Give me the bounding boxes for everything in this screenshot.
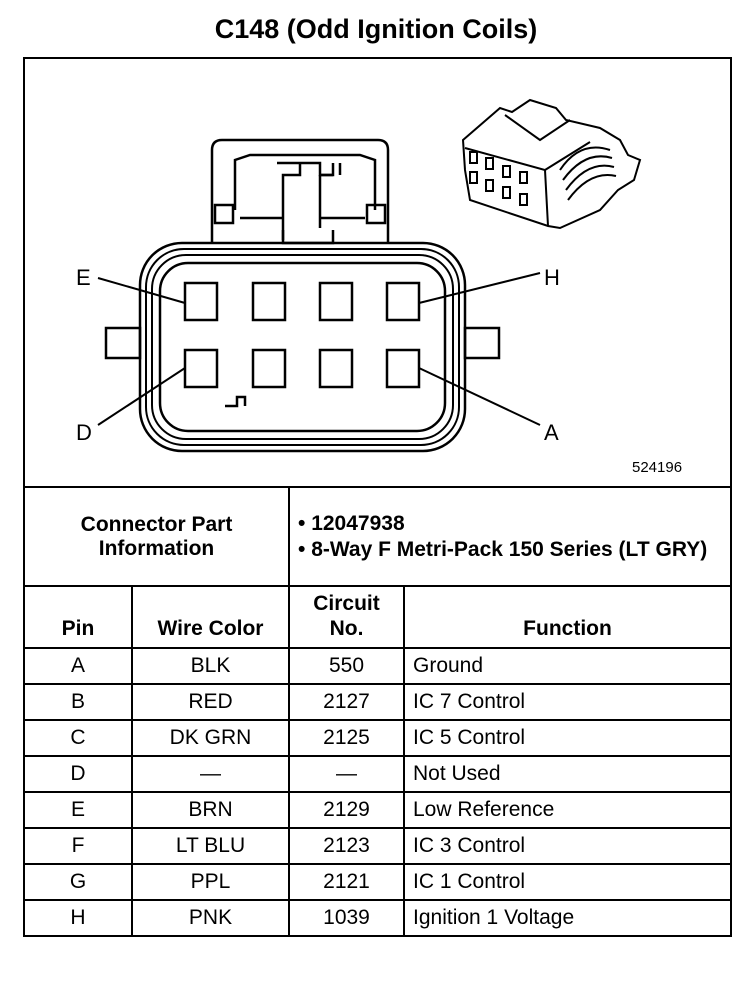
cell-wire-color: — [131,755,290,793]
cell-function: IC 5 Control [403,719,732,757]
header-pin: Pin [23,585,133,649]
cell-function: Ground [403,647,732,685]
cell-circuit: 550 [288,647,405,685]
cell-pin: H [23,899,133,937]
table-row: D——Not Used [23,755,732,793]
pin-label-e: E [76,265,91,290]
cell-function: IC 1 Control [403,863,732,901]
connector-info-row: Connector Part Information • 12047938 • … [23,486,732,587]
diagram-frame [23,57,732,488]
pin-leader-lines [97,272,541,426]
connector-info-label: Connector Part Information [23,486,290,587]
left-tab [104,326,142,360]
header-circuit: Circuit No. [288,585,405,649]
connector-info-list: • 12047938 • 8-Way F Metri-Pack 150 Seri… [288,486,732,587]
cell-pin: B [23,683,133,721]
header-function: Function [403,585,732,649]
cell-pin: D [23,755,133,793]
connector-latch [210,138,390,245]
cell-function: Ignition 1 Voltage [403,899,732,937]
page-title: C148 (Odd Ignition Coils) [214,14,538,44]
part-number: 12047938 [311,511,405,535]
pin-label-a: A [544,420,559,445]
cell-circuit: 1039 [288,899,405,937]
cell-circuit: 2121 [288,863,405,901]
cell-circuit: — [288,755,405,793]
cell-circuit: 2127 [288,683,405,721]
cell-wire-color: DK GRN [131,719,290,757]
cell-circuit: 2129 [288,791,405,829]
cell-wire-color: PPL [131,863,290,901]
right-tab [463,326,501,360]
cell-function: IC 7 Control [403,683,732,721]
cell-pin: F [23,827,133,865]
cell-function: Not Used [403,755,732,793]
connector-type: 8-Way F Metri-Pack 150 Series (LT GRY) [311,537,708,561]
connector-shell [104,241,501,453]
cell-function: IC 3 Control [403,827,732,865]
cell-wire-color: RED [131,683,290,721]
connector-diagram: E H D A [76,98,642,453]
table-header: Pin Wire Color Circuit No. Function [23,585,732,649]
pin-label-d: D [76,420,92,445]
cell-wire-color: BRN [131,791,290,829]
connector-perspective-illustration [461,98,642,230]
pin-label-h: H [544,265,560,290]
cell-circuit: 2123 [288,827,405,865]
cell-circuit: 2125 [288,719,405,757]
pin-cavities [183,281,421,389]
cell-pin: A [23,647,133,685]
cell-wire-color: PNK [131,899,290,937]
cell-pin: E [23,791,133,829]
cell-pin: G [23,863,133,901]
figure-number: 524196 [632,459,683,476]
cell-function: Low Reference [403,791,732,829]
cell-pin: C [23,719,133,757]
pinout-table: Connector Part Information • 12047938 • … [23,486,732,937]
cell-wire-color: LT BLU [131,827,290,865]
header-wire-color: Wire Color [131,585,290,649]
cell-wire-color: BLK [131,647,290,685]
